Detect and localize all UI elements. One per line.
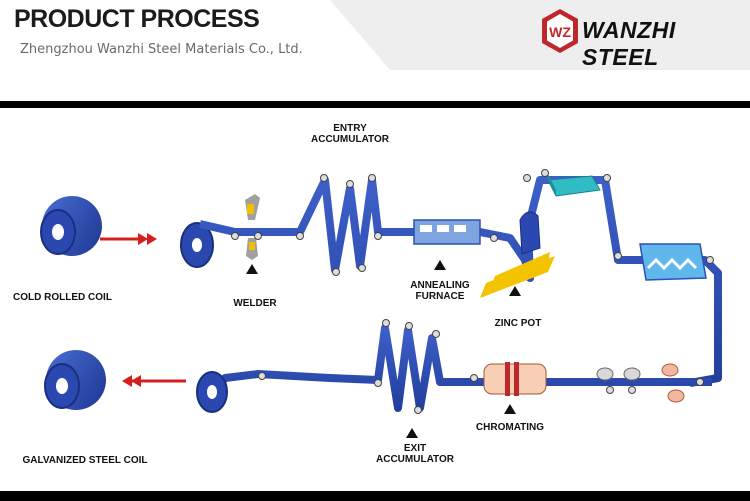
exit-accumulator-marker bbox=[406, 428, 418, 438]
lower-strip-path bbox=[206, 324, 712, 412]
top-divider-bar bbox=[0, 101, 750, 108]
page-title: PRODUCT PROCESS bbox=[14, 5, 260, 33]
upper-rollers bbox=[231, 169, 714, 276]
quench-tank-icon bbox=[639, 243, 707, 281]
label-exit-accumulator-line2: ACCUMULATOR bbox=[376, 454, 454, 465]
chromating-unit-icon bbox=[483, 362, 547, 414]
label-exit-accumulator-line1: EXIT bbox=[403, 443, 427, 454]
annealing-furnace-icon bbox=[413, 219, 481, 270]
company-subtitle: Zhengzhou Wanzhi Steel Materials Co., Lt… bbox=[20, 42, 303, 57]
label-annealing-furnace-line2: FURNACE bbox=[415, 291, 465, 302]
logo-mark: WZ bbox=[549, 24, 571, 40]
label-entry-accumulator-line1: ENTRY bbox=[333, 123, 367, 134]
process-flow-svg bbox=[40, 169, 722, 438]
bottom-divider-bar bbox=[0, 491, 750, 501]
payoff-coil-icon bbox=[180, 222, 214, 268]
header-band bbox=[330, 0, 750, 70]
feed-arrow-icon bbox=[100, 233, 157, 245]
process-diagram: COLD ROLLED COIL WELDER ENTRY ACCUMULATO… bbox=[0, 108, 750, 491]
label-galvanized-steel-coil: GALVANIZED STEEL COIL bbox=[22, 455, 148, 466]
label-zinc-pot: ZINC POT bbox=[494, 318, 542, 329]
recoiler-icon bbox=[196, 371, 228, 413]
welder-icon bbox=[245, 194, 260, 274]
label-chromating: CHROMATING bbox=[475, 422, 545, 433]
label-entry-accumulator-line2: ACCUMULATOR bbox=[311, 134, 389, 145]
lower-rollers bbox=[258, 319, 704, 414]
logo-emblem-icon: WZ bbox=[542, 9, 578, 53]
logo-wordmark: WANZHI STEEL bbox=[582, 17, 676, 70]
label-annealing-furnace-line1: ANNEALING bbox=[410, 280, 470, 291]
cooling-tower-icon bbox=[547, 174, 601, 197]
label-cold-rolled-coil: COLD ROLLED COIL bbox=[13, 292, 112, 303]
output-arrow-icon bbox=[122, 375, 186, 387]
galvanized-steel-coil-icon bbox=[44, 350, 106, 410]
page-header: PRODUCT PROCESS Zhengzhou Wanzhi Steel M… bbox=[0, 0, 750, 70]
zinc-pot-icon bbox=[480, 211, 555, 298]
company-logo: WZ WANZHI STEEL bbox=[540, 8, 745, 70]
cold-rolled-coil-icon bbox=[40, 196, 102, 256]
label-welder: WELDER bbox=[233, 298, 277, 309]
skin-pass-rollers-icon bbox=[596, 363, 685, 403]
